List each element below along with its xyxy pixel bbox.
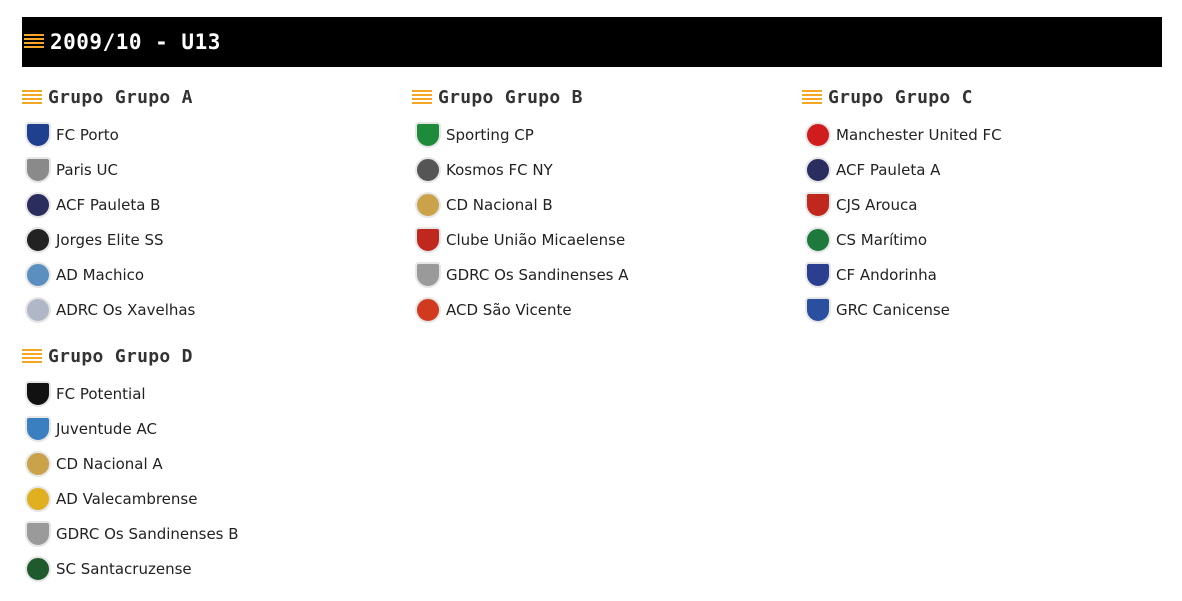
team-name[interactable]: Manchester United FC <box>836 125 1002 144</box>
group-c: Grupo Grupo C Manchester United FC ACF Pa… <box>802 85 1162 327</box>
paris-uc-crest-icon <box>25 156 51 183</box>
kosmos-fc-crest-icon <box>415 156 441 183</box>
list-lines-icon <box>22 349 42 363</box>
sc-santacruzense-crest-icon <box>25 555 51 582</box>
list-lines-icon <box>412 90 432 104</box>
group-header: Grupo Grupo A <box>22 85 382 109</box>
team-name[interactable]: ACF Pauleta A <box>836 160 941 179</box>
adrc-xavelhas-crest-icon <box>25 296 51 323</box>
team-list: Sporting CP Kosmos FC NY CD Nacional B Club… <box>412 117 772 327</box>
team-name[interactable]: CS Marítimo <box>836 230 928 249</box>
cd-nacional-crest-icon <box>415 191 441 218</box>
team-item[interactable]: ADRC Os Xavelhas <box>22 292 382 327</box>
team-item[interactable]: CD Nacional B <box>412 187 772 222</box>
cs-maritimo-crest-icon <box>805 226 831 253</box>
ad-machico-crest-icon <box>25 261 51 288</box>
team-name[interactable]: Kosmos FC NY <box>446 160 553 179</box>
team-name[interactable]: SC Santacruzense <box>56 559 192 578</box>
acf-pauleta-crest-icon <box>805 156 831 183</box>
team-item[interactable]: SC Santacruzense <box>22 551 382 586</box>
team-item[interactable]: Sporting CP <box>412 117 772 152</box>
team-name[interactable]: CF Andorinha <box>836 265 937 284</box>
team-item[interactable]: CJS Arouca <box>802 187 1162 222</box>
group-title: Grupo Grupo C <box>828 86 973 108</box>
team-name[interactable]: CD Nacional B <box>446 195 553 214</box>
team-name[interactable]: CJS Arouca <box>836 195 918 214</box>
team-item[interactable]: AD Valecambrense <box>22 481 382 516</box>
team-name[interactable]: AD Machico <box>56 265 145 284</box>
team-name[interactable]: GRC Canicense <box>836 300 950 319</box>
grc-canicense-crest-icon <box>805 296 831 323</box>
team-name[interactable]: ACD São Vicente <box>446 300 572 319</box>
team-name[interactable]: Sporting CP <box>446 125 534 144</box>
gdrc-sandinenses-crest-icon <box>415 261 441 288</box>
acf-pauleta-crest-icon <box>25 191 51 218</box>
team-item[interactable]: FC Potential <box>22 376 382 411</box>
team-name[interactable]: Clube União Micaelense <box>446 230 626 249</box>
team-item[interactable]: Jorges Elite SS <box>22 222 382 257</box>
team-item[interactable]: CS Marítimo <box>802 222 1162 257</box>
group-header: Grupo Grupo B <box>412 85 772 109</box>
team-name[interactable]: ACF Pauleta B <box>56 195 161 214</box>
team-item[interactable]: FC Porto <box>22 117 382 152</box>
jorges-elite-crest-icon <box>25 226 51 253</box>
list-lines-icon <box>24 34 44 50</box>
team-item[interactable]: AD Machico <box>22 257 382 292</box>
team-item[interactable]: GDRC Os Sandinenses B <box>22 516 382 551</box>
ad-valecambrense-crest-icon <box>25 485 51 512</box>
team-item[interactable]: Manchester United FC <box>802 117 1162 152</box>
group-b: Grupo Grupo B Sporting CP Kosmos FC NY CD … <box>412 85 772 327</box>
gdrc-sandinenses-crest-icon <box>25 520 51 547</box>
group-title: Grupo Grupo B <box>438 86 583 108</box>
acd-sao-vicente-crest-icon <box>415 296 441 323</box>
page-header: 2009/10 - U13 <box>22 17 1162 67</box>
team-item[interactable]: ACF Pauleta A <box>802 152 1162 187</box>
juventude-ac-crest-icon <box>25 415 51 442</box>
team-item[interactable]: ACF Pauleta B <box>22 187 382 222</box>
team-item[interactable]: Clube União Micaelense <box>412 222 772 257</box>
team-name[interactable]: FC Porto <box>56 125 119 144</box>
fc-potential-crest-icon <box>25 380 51 407</box>
team-item[interactable]: Paris UC <box>22 152 382 187</box>
fc-porto-crest-icon <box>25 121 51 148</box>
manchester-united-crest-icon <box>805 121 831 148</box>
team-name[interactable]: Jorges Elite SS <box>56 230 164 249</box>
team-name[interactable]: Paris UC <box>56 160 118 179</box>
cd-nacional-crest-icon <box>25 450 51 477</box>
team-name[interactable]: ADRC Os Xavelhas <box>56 300 196 319</box>
list-lines-icon <box>802 90 822 104</box>
team-item[interactable]: ACD São Vicente <box>412 292 772 327</box>
team-item[interactable]: CF Andorinha <box>802 257 1162 292</box>
team-item[interactable]: GDRC Os Sandinenses A <box>412 257 772 292</box>
sporting-cp-crest-icon <box>415 121 441 148</box>
team-item[interactable]: Kosmos FC NY <box>412 152 772 187</box>
cjs-arouca-crest-icon <box>805 191 831 218</box>
team-name[interactable]: FC Potential <box>56 384 146 403</box>
team-item[interactable]: Juventude AC <box>22 411 382 446</box>
cf-andorinha-crest-icon <box>805 261 831 288</box>
team-name[interactable]: AD Valecambrense <box>56 489 198 508</box>
page-title: 2009/10 - U13 <box>50 30 221 54</box>
team-name[interactable]: GDRC Os Sandinenses B <box>56 524 239 543</box>
team-item[interactable]: GRC Canicense <box>802 292 1162 327</box>
team-list: Manchester United FC ACF Pauleta A CJS Aro… <box>802 117 1162 327</box>
team-name[interactable]: GDRC Os Sandinenses A <box>446 265 629 284</box>
team-name[interactable]: Juventude AC <box>56 419 157 438</box>
group-header: Grupo Grupo D <box>22 344 382 368</box>
group-header: Grupo Grupo C <box>802 85 1162 109</box>
group-title: Grupo Grupo D <box>48 345 193 367</box>
team-name[interactable]: CD Nacional A <box>56 454 163 473</box>
team-item[interactable]: CD Nacional A <box>22 446 382 481</box>
list-lines-icon <box>22 90 42 104</box>
group-title: Grupo Grupo A <box>48 86 193 108</box>
uniao-micaelense-crest-icon <box>415 226 441 253</box>
